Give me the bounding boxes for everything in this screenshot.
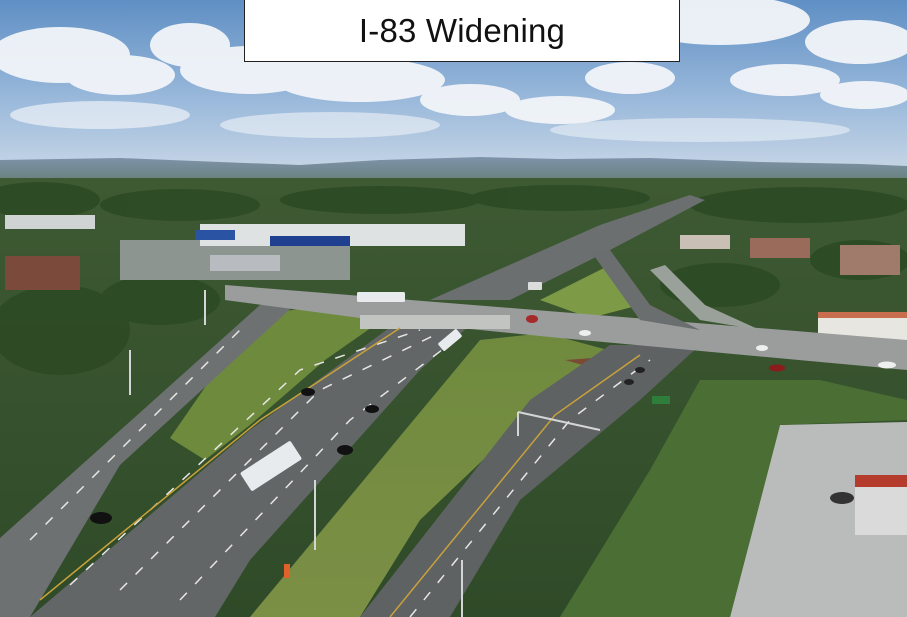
sign-gantry [129,290,601,617]
grass-slope [250,333,615,617]
highway-far [430,195,705,300]
title-banner: I-83 Widening [244,0,680,62]
shopping-center [200,224,465,246]
page-title: I-83 Widening [358,11,566,49]
right-parking [730,422,907,617]
vehicles [90,282,896,524]
lane-markings [29,329,651,617]
center-median-grass [170,305,385,460]
highway-southbound [0,300,300,617]
overpass [225,285,907,370]
red-building [5,256,80,290]
green-sign [652,396,670,404]
right-vegetation [560,380,907,617]
